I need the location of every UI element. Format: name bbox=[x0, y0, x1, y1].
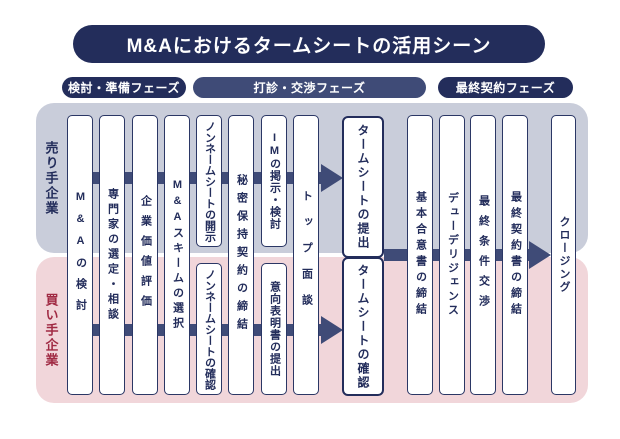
buyer-flow-arrow-icon bbox=[321, 316, 343, 344]
buyer-lane-label: 買い手企業 bbox=[43, 292, 59, 368]
step-valuation: 企業価値評価 bbox=[132, 115, 158, 395]
step-basic-agreement: 基本合意書の締結 bbox=[407, 115, 433, 395]
step-loi-submission: 意向表明書の提出 bbox=[261, 263, 287, 395]
seller-lane-label: 売り手企業 bbox=[43, 140, 59, 216]
step-label: M&Aスキームの選択 bbox=[171, 178, 184, 332]
seller-flow-arrow-icon bbox=[321, 164, 343, 192]
step-final-terms-negotiation: 最終条件交渉 bbox=[470, 115, 496, 395]
step-scheme-selection: M&Aスキームの選択 bbox=[164, 115, 190, 395]
phase-label: 打診・交渉フェーズ bbox=[253, 81, 366, 95]
step-non-name-sheet-disclosure: ノンネームシートの開示 bbox=[196, 115, 222, 247]
step-label: タームシートの提出 bbox=[356, 124, 370, 250]
step-label: 基本合意書の締結 bbox=[414, 191, 427, 319]
step-label: 秘密保持契約の締結 bbox=[235, 174, 248, 336]
step-due-diligence: デューデリジェンス bbox=[439, 115, 465, 395]
phase-label: 最終契約フェーズ bbox=[455, 81, 556, 95]
step-label: 意向表明書の提出 bbox=[268, 281, 281, 377]
phase-pill-negotiation: 打診・交渉フェーズ bbox=[193, 77, 426, 98]
step-term-sheet-submission: タームシートの提出 bbox=[342, 116, 384, 258]
step-label: トップ面談 bbox=[300, 190, 313, 320]
step-label: IMの掲示・検討 bbox=[268, 132, 281, 230]
step-label: 専門家の選定・相談 bbox=[106, 187, 119, 323]
step-label: 最終条件交渉 bbox=[477, 195, 490, 315]
step-label: タームシートの確認 bbox=[356, 263, 370, 390]
step-final-contract: 最終契約書の締結 bbox=[502, 115, 528, 395]
step-advisor-selection: 専門家の選定・相談 bbox=[99, 115, 125, 395]
phase-pill-final-contract: 最終契約フェーズ bbox=[438, 77, 573, 98]
step-ma-review: M&Aの検討 bbox=[67, 115, 93, 395]
step-label: デューデリジェンス bbox=[446, 192, 459, 318]
phase-label: 検討・準備フェーズ bbox=[68, 81, 180, 95]
page-title: M&Aにおけるタームシートの活用シーン bbox=[126, 35, 492, 57]
step-im-review: IMの掲示・検討 bbox=[261, 115, 287, 247]
step-non-name-sheet-confirmation: ノンネームシートの確認 bbox=[196, 263, 222, 395]
step-top-meeting: トップ面談 bbox=[293, 115, 319, 395]
step-label: 最終契約書の締結 bbox=[509, 191, 522, 319]
closing-flow-arrow-icon bbox=[529, 241, 551, 269]
step-closing: クロージング bbox=[551, 115, 576, 395]
title-banner: M&Aにおけるタームシートの活用シーン bbox=[73, 25, 545, 63]
step-label: 企業価値評価 bbox=[139, 195, 152, 315]
step-label: ノンネームシートの確認 bbox=[203, 268, 216, 390]
phase-pill-consideration: 検討・準備フェーズ bbox=[62, 77, 186, 98]
step-label: クロージング bbox=[558, 216, 570, 294]
step-term-sheet-confirmation: タームシートの確認 bbox=[342, 257, 384, 396]
step-label: M&Aの検討 bbox=[74, 190, 87, 320]
step-nda-execution: 秘密保持契約の締結 bbox=[228, 115, 254, 395]
step-label: ノンネームシートの開示 bbox=[203, 120, 216, 242]
